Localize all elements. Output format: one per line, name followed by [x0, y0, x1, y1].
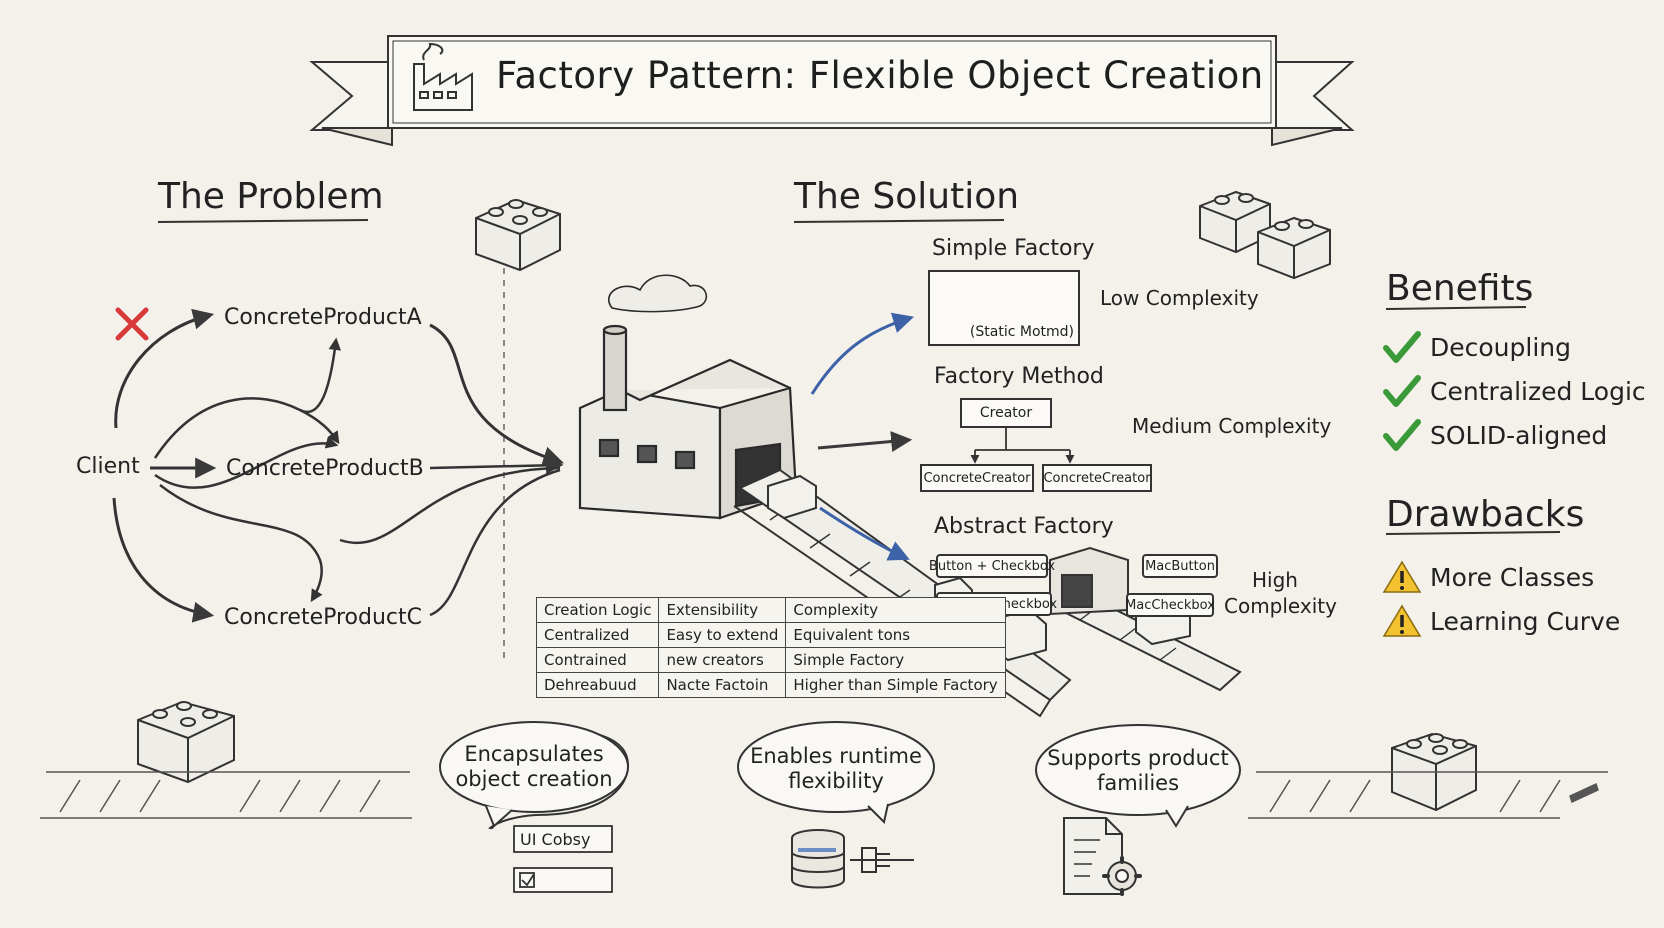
bubble-encapsulates: Encapsulates object creation	[444, 742, 624, 792]
block-icon-top-right	[1199, 190, 1331, 280]
table-cell: Nacte Factoin	[658, 672, 787, 698]
solution-heading: The Solution	[794, 176, 1020, 217]
bubble-line: Encapsulates	[464, 742, 604, 766]
problem-heading: The Problem	[158, 176, 384, 217]
button-checkbox-box-1: Button + Checkbox	[929, 554, 1055, 578]
bubble-line: Supports product	[1047, 746, 1229, 770]
table-cell: Easy to extend	[658, 622, 787, 648]
table-row: Centralized Easy to extend Equivalent to…	[535, 622, 1006, 648]
ground-hatch	[40, 771, 1608, 819]
table-header-cell: Creation Logic	[535, 597, 660, 623]
benefit-label: Centralized Logic	[1430, 376, 1646, 406]
benefit-item-solid-aligned: SOLID-aligned	[1382, 418, 1607, 452]
bubble-line: Enables runtime	[750, 744, 922, 768]
client-label: Client	[76, 454, 140, 479]
comparison-table: Creation Logic Extensibility Complexity …	[535, 597, 1006, 698]
bubble-line: flexibility	[788, 769, 884, 793]
block-icon-bottom-left	[137, 700, 235, 784]
mac-checkbox-label: MacCheckbox	[1125, 597, 1215, 613]
benefit-label: Decoupling	[1430, 332, 1571, 362]
check-icon	[1383, 419, 1421, 451]
button-checkbox-label-1: Button + Checkbox	[928, 558, 1056, 574]
table-header-cell: Extensibility	[658, 597, 787, 623]
benefit-item-centralized-logic: Centralized Logic	[1382, 374, 1646, 408]
simple-factory-box: (Static Motmd)	[928, 270, 1080, 346]
concrete-creator-box-1: ConcreteCreator	[920, 464, 1034, 492]
table-cell: Equivalent tons	[785, 622, 1006, 648]
simple-factory-title: Simple Factory	[932, 236, 1095, 261]
factory-building	[578, 274, 798, 520]
product-b-label: ConcreteProductB	[226, 456, 424, 481]
table-cell: Dehreabuud	[535, 672, 660, 698]
medium-complexity-label: Medium Complexity	[1132, 414, 1332, 438]
low-complexity-label: Low Complexity	[1100, 286, 1259, 310]
bubble-line: object creation	[455, 767, 613, 791]
benefits-heading: Benefits	[1386, 268, 1534, 309]
table-cell: Contrained	[535, 647, 660, 673]
database-plug-icon	[791, 829, 914, 889]
high-complexity-label-2: Complexity	[1224, 594, 1337, 618]
drawbacks-heading: Drawbacks	[1386, 494, 1585, 535]
concrete-creator-box-2: ConcreteCreator	[1042, 464, 1152, 492]
benefit-label: SOLID-aligned	[1430, 420, 1608, 450]
page-title: Factory Pattern: Flexible Object Creatio…	[496, 54, 1264, 97]
table-header-cell: Complexity	[785, 597, 1006, 623]
warning-icon	[1382, 560, 1422, 593]
bubble-runtime-flexibility: Enables runtime flexibility	[746, 744, 926, 794]
creator-label: Creator	[979, 405, 1033, 421]
factory-icon	[413, 42, 473, 111]
document-gear-icon	[1063, 817, 1142, 896]
product-a-label: ConcreteProductA	[224, 305, 422, 330]
check-icon	[1383, 375, 1421, 407]
table-cell: Centralized	[535, 622, 660, 648]
table-cell: Higher than Simple Factory	[785, 672, 1006, 698]
bubble-line: families	[1096, 771, 1180, 795]
bubble-product-families: Supports product families	[1046, 746, 1230, 796]
abstract-factory-title: Abstract Factory	[934, 514, 1114, 539]
table-cell: new creators	[658, 647, 787, 673]
problem-arrows	[112, 308, 564, 623]
factory-method-title: Factory Method	[934, 364, 1104, 389]
table-row: Dehreabuud Nacte Factoin Higher than Sim…	[535, 672, 1006, 698]
mac-button-box: MacButton	[1142, 554, 1218, 578]
high-complexity-label-1: High	[1252, 568, 1298, 592]
product-c-label: ConcreteProductC	[224, 605, 423, 630]
drawback-item-more-classes: More Classes	[1382, 560, 1594, 594]
table-cell: Simple Factory	[785, 647, 1006, 673]
title-banner	[309, 35, 1355, 147]
ui-widget-label: UI Cobsy	[520, 830, 591, 849]
red-x-icon	[115, 307, 149, 341]
concrete-creator-label-2: ConcreteCreator	[1043, 470, 1151, 486]
benefit-item-decoupling: Decoupling	[1382, 330, 1571, 364]
drawback-label: More Classes	[1430, 562, 1595, 592]
table-row: Contrained new creators Simple Factory	[535, 647, 1006, 673]
block-icon-top-center	[475, 198, 561, 272]
concrete-creator-label-1: ConcreteCreator	[923, 470, 1031, 486]
warning-icon	[1382, 604, 1422, 637]
drawback-label: Learning Curve	[1430, 606, 1621, 636]
ui-widget	[513, 825, 613, 893]
creator-box: Creator	[960, 398, 1052, 428]
mac-button-label: MacButton	[1145, 558, 1215, 574]
mac-checkbox-box: MacCheckbox	[1125, 593, 1215, 617]
drawback-item-learning-curve: Learning Curve	[1382, 604, 1620, 638]
creator-connector	[970, 428, 1075, 464]
check-icon	[1383, 331, 1421, 363]
table-header-row: Creation Logic Extensibility Complexity	[535, 597, 1006, 623]
speech-bubbles	[439, 721, 1241, 830]
simple-factory-box-label: (Static Motmd)	[969, 324, 1074, 340]
